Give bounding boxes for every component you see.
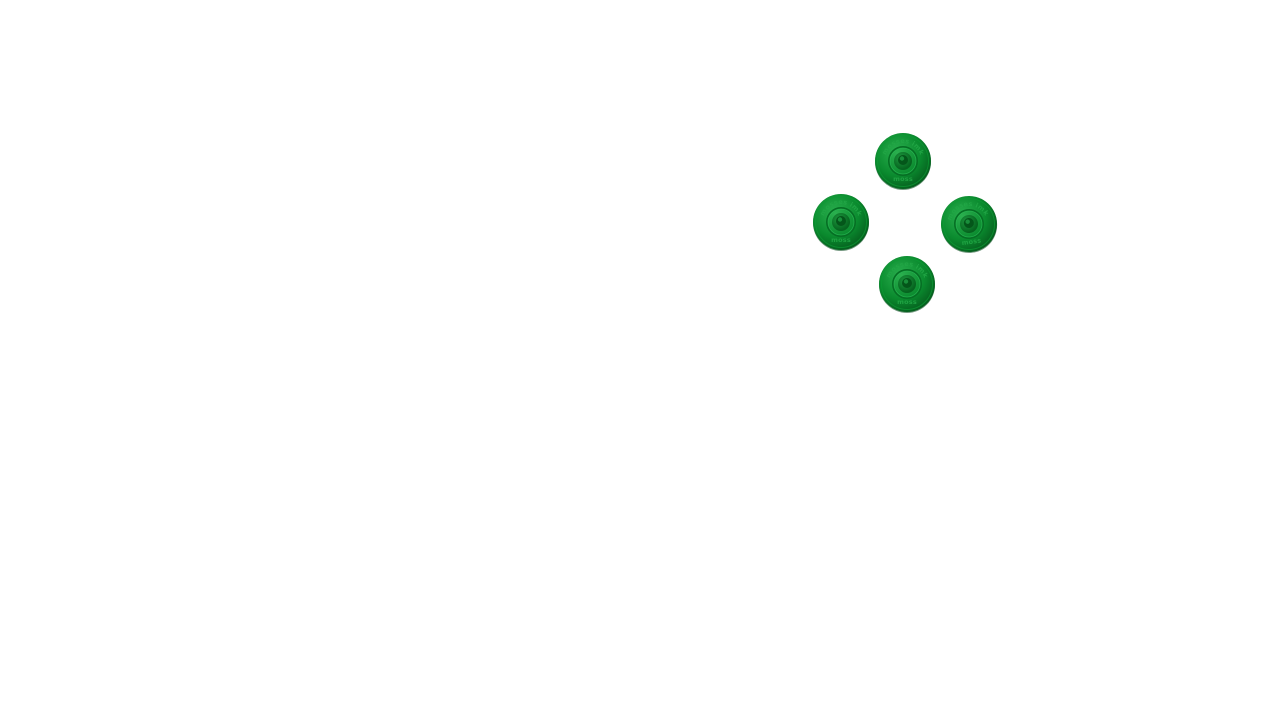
svg-text:moss: moss (897, 298, 917, 306)
green-disc-right: mosses imk moss (936, 191, 1002, 257)
disc-graphic: mosses imk moss (879, 256, 935, 313)
svg-text:moss: moss (831, 236, 851, 244)
green-disc-top: mosses imk moss (874, 132, 932, 190)
disc-graphic: mosses imk moss (813, 194, 869, 251)
green-disc-bottom: mosses imk moss (878, 255, 936, 313)
svg-text:moss: moss (961, 236, 982, 247)
disc-graphic: mosses imk moss (875, 133, 931, 190)
green-disc-left: mosses imk moss (812, 193, 870, 251)
disc-graphic: mosses imk moss (941, 196, 998, 253)
svg-text:moss: moss (893, 175, 913, 183)
